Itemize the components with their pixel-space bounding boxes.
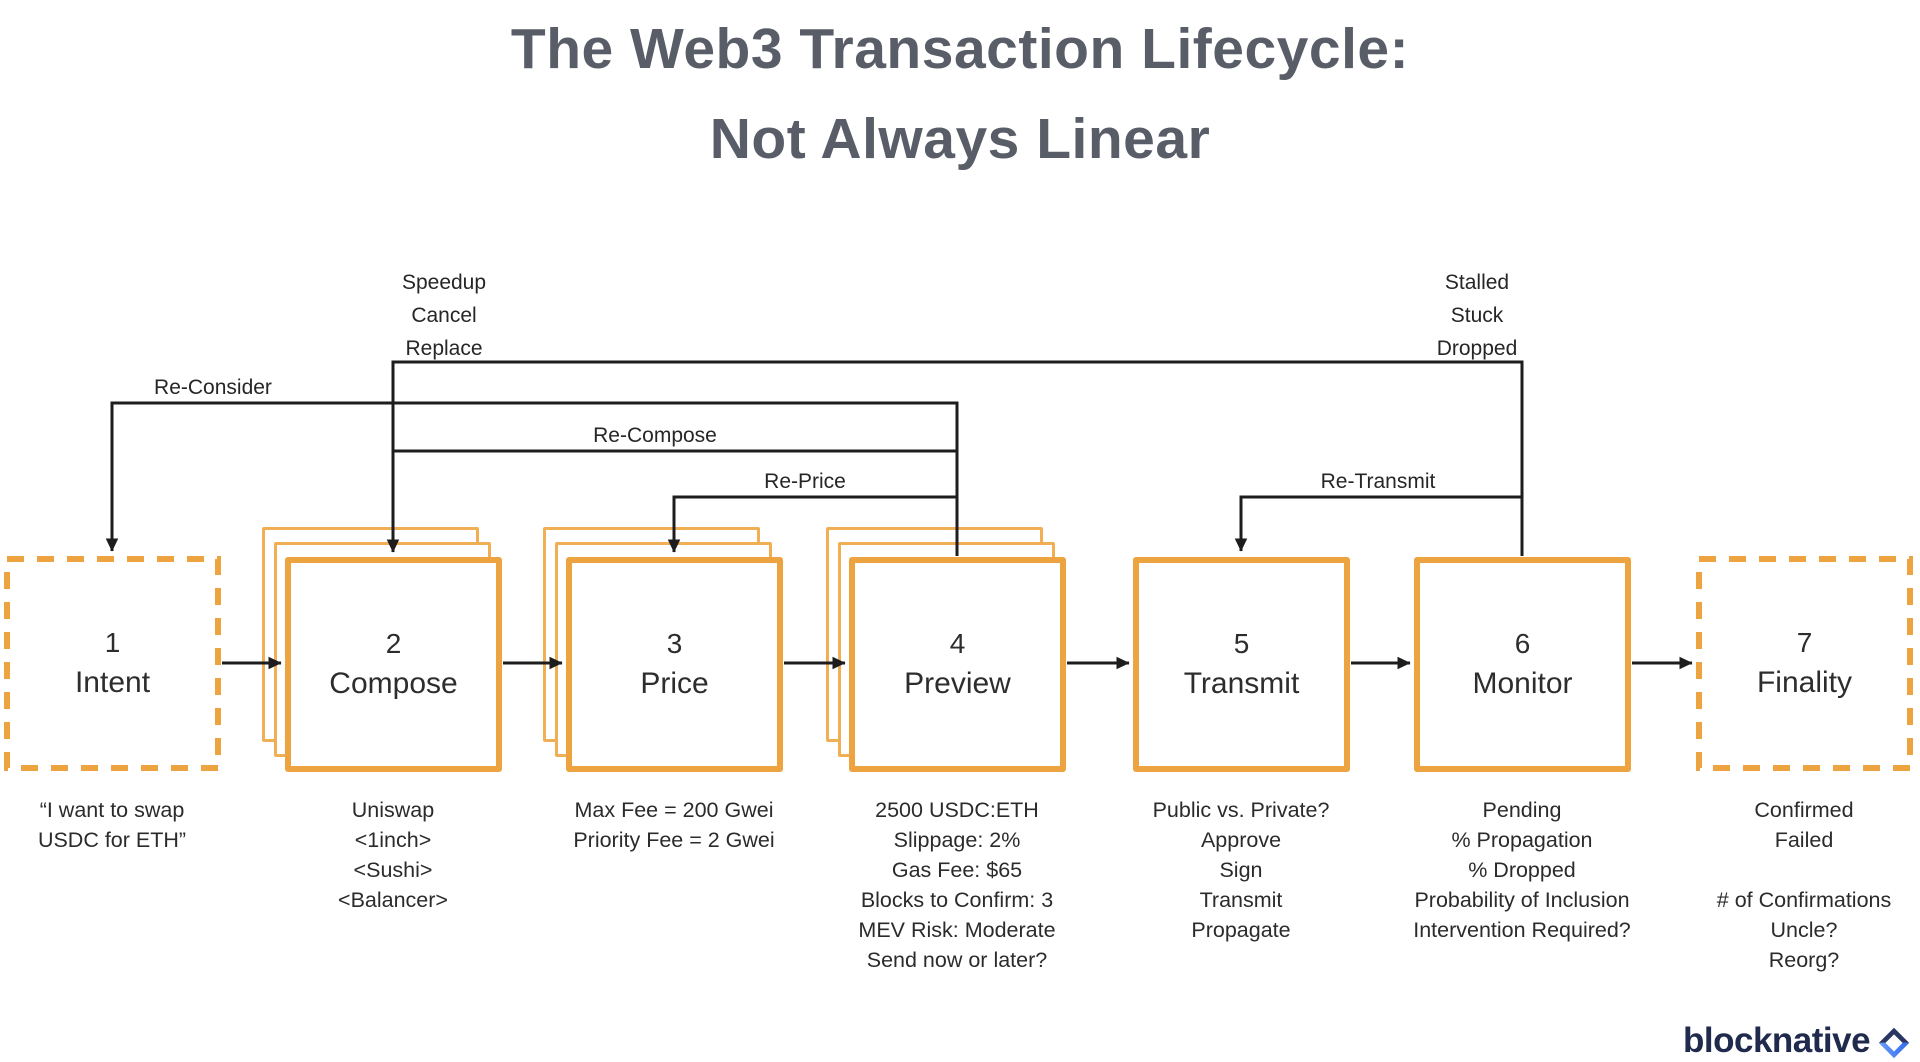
preview-box [849, 557, 1066, 772]
stage-name: Intent [74, 666, 151, 699]
monitor-box [1414, 557, 1631, 772]
stage-name: Price [640, 667, 709, 700]
blocknative-logo-icon [1878, 1027, 1910, 1059]
compose-box [285, 557, 502, 772]
stage-text-finality: 7 Finality [1696, 556, 1913, 771]
caption-finality: Confirmed Failed # of Confirmations Uncl… [1716, 798, 1892, 972]
stage-text-intent: 1 Intent [4, 556, 221, 771]
blocknative-logo: blocknative [1683, 1020, 1913, 1062]
caption-intent: “I want to swap USDC for ETH” [37, 798, 187, 852]
loop-label-reprice: Re-Price [764, 470, 846, 493]
caption-transmit: Public vs. Private? Approve Sign Transmi… [1152, 798, 1330, 942]
caption-monitor: Pending % Propagation % Dropped Probabil… [1413, 798, 1631, 942]
finality-box-outline [1696, 556, 1913, 771]
page-title-line2: Not Always Linear [709, 107, 1211, 171]
stage-name: Monitor [1472, 667, 1573, 700]
stage-number: 6 [1514, 628, 1531, 659]
stage-text-preview: 4 Preview [849, 557, 1066, 772]
loop-label-stalled-stuck-dropped: Stalled Stuck Dropped [1436, 271, 1518, 360]
loop-preview-to-price [667, 495, 957, 553]
loop-label-retransmit: Re-Transmit [1320, 470, 1436, 493]
price-box [566, 557, 783, 772]
stage-name: Compose [329, 667, 458, 700]
caption-price: Max Fee = 200 Gwei Priority Fee = 2 Gwei [573, 798, 775, 852]
stage-number: 1 [104, 627, 121, 658]
stage-text-transmit: 5 Transmit [1133, 557, 1350, 772]
stage-name: Transmit [1183, 667, 1300, 700]
stage-number: 4 [949, 628, 966, 659]
stage-text-monitor: 6 Monitor [1414, 557, 1631, 772]
intent-box-outline [4, 556, 221, 771]
stage-number: 3 [666, 628, 683, 659]
page-title-line1: The Web3 Transaction Lifecycle: [510, 17, 1410, 81]
loop-label-reconsider: Re-Consider [154, 376, 272, 399]
stage-name: Finality [1756, 666, 1853, 699]
page-title: The Web3 Transaction Lifecycle: Not Alwa… [0, 4, 1920, 184]
loop-preview-to-intent [105, 401, 959, 556]
loop-label-speedup-cancel-replace: Speedup Cancel Replace [401, 271, 487, 360]
loop-label-recompose: Re-Compose [593, 424, 717, 447]
caption-compose: Uniswap <1inch> <Sushi> <Balancer> [338, 798, 448, 912]
loop-monitor-to-compose [386, 360, 1524, 556]
blocknative-logo-text: blocknative [1683, 1021, 1871, 1060]
stage-number: 5 [1233, 628, 1250, 659]
stage-text-price: 3 Price [566, 557, 783, 772]
stage-number: 7 [1796, 627, 1813, 658]
loop-monitor-to-transmit [1234, 495, 1522, 552]
stage-name: Preview [904, 667, 1011, 700]
stage-number: 2 [385, 628, 402, 659]
transmit-box [1133, 557, 1350, 772]
caption-preview: 2500 USDC:ETH Slippage: 2% Gas Fee: $65 … [858, 798, 1056, 972]
stage-text-compose: 2 Compose [285, 557, 502, 772]
